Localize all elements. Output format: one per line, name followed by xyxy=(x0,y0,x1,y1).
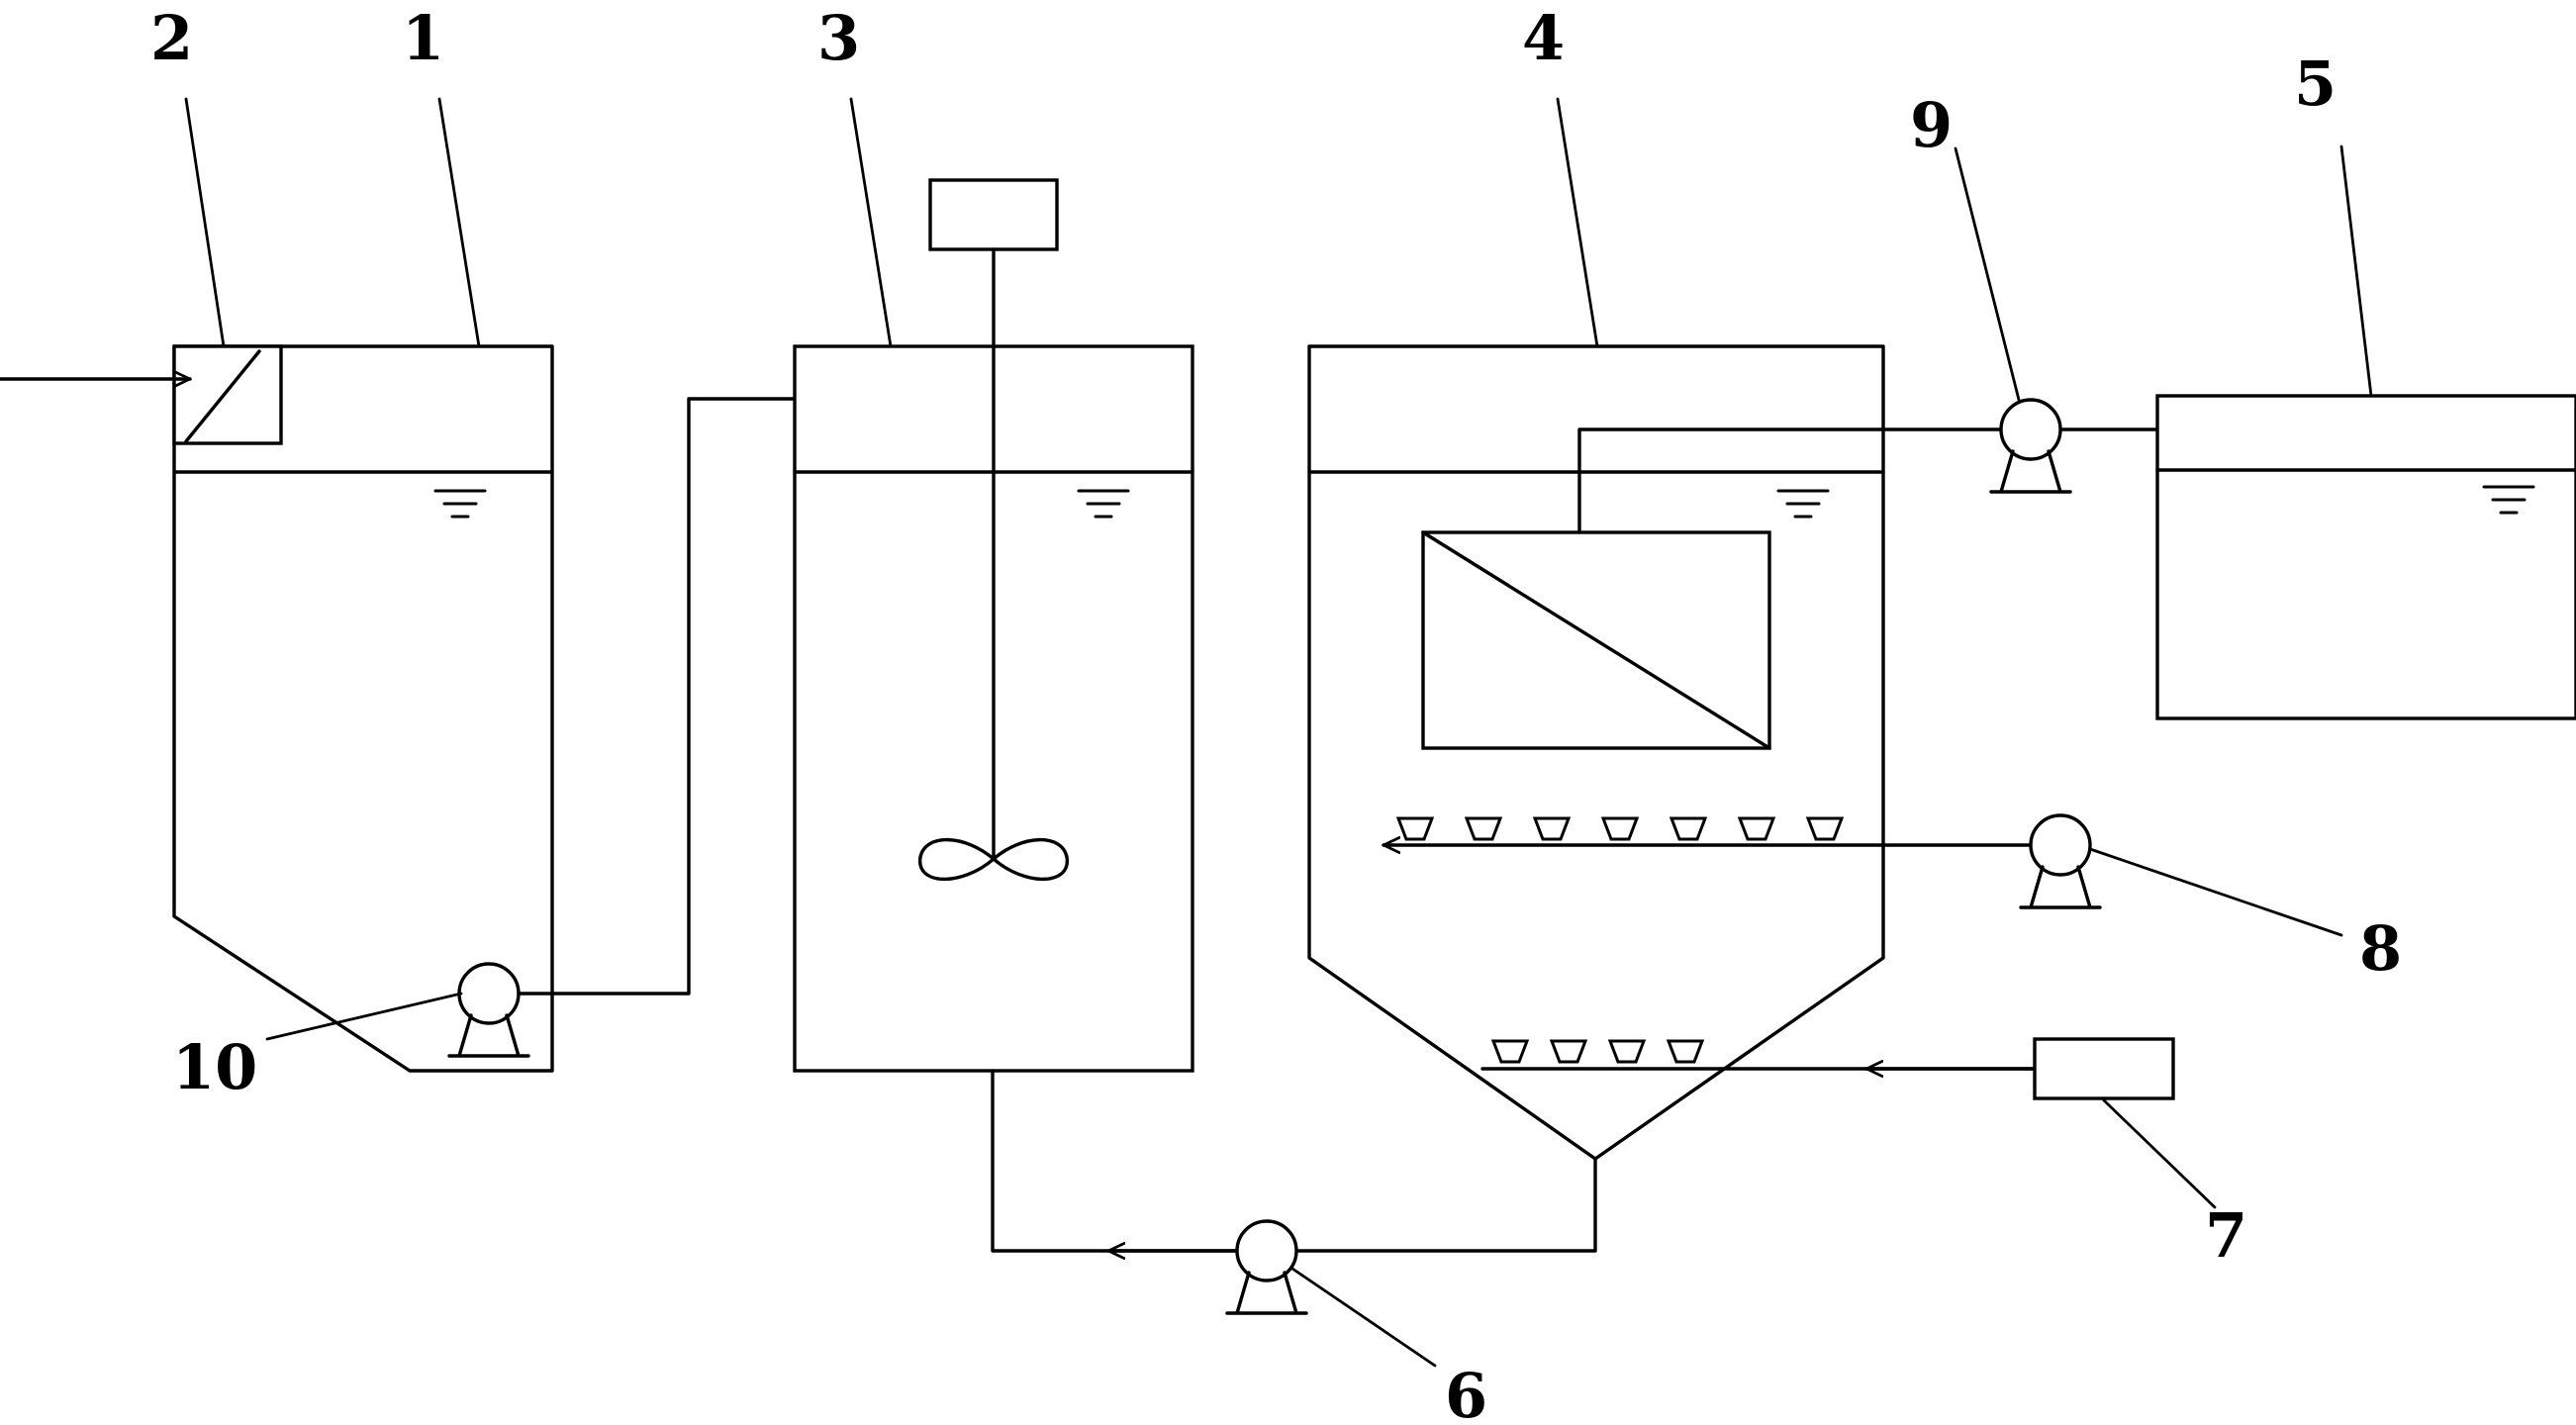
callout-3: 3 xyxy=(817,2,860,74)
aeration-diffuser-line xyxy=(1382,816,2033,845)
pump-8 xyxy=(2019,813,2102,909)
lower-diffuser-line xyxy=(1480,1039,2037,1069)
screen-2 xyxy=(172,344,283,445)
tank-1 xyxy=(172,344,554,1073)
tank-5 xyxy=(2155,394,2576,720)
tank-4 xyxy=(1307,344,1885,1161)
membrane-module xyxy=(1421,530,1771,750)
callout-8: 8 xyxy=(2359,912,2402,985)
callout-10: 10 xyxy=(172,1031,257,1103)
pump-10 xyxy=(447,962,530,1058)
callout-2: 2 xyxy=(150,2,193,74)
sludge-return-line xyxy=(991,1069,1597,1251)
blower-7 xyxy=(2033,1037,2175,1100)
callout-4: 4 xyxy=(1522,2,1565,74)
callout-7: 7 xyxy=(2205,1199,2247,1272)
callout-6: 6 xyxy=(1445,1360,1487,1425)
pump-6 xyxy=(1225,1219,1308,1315)
callout-5: 5 xyxy=(2294,48,2337,120)
pipe-pump10-to-tank3 xyxy=(517,399,863,996)
leader-lines xyxy=(184,97,2373,1368)
callout-1: 1 xyxy=(402,2,444,74)
agitator xyxy=(918,178,1069,882)
callout-9: 9 xyxy=(1910,89,1953,161)
pump-9 xyxy=(1989,398,2072,494)
